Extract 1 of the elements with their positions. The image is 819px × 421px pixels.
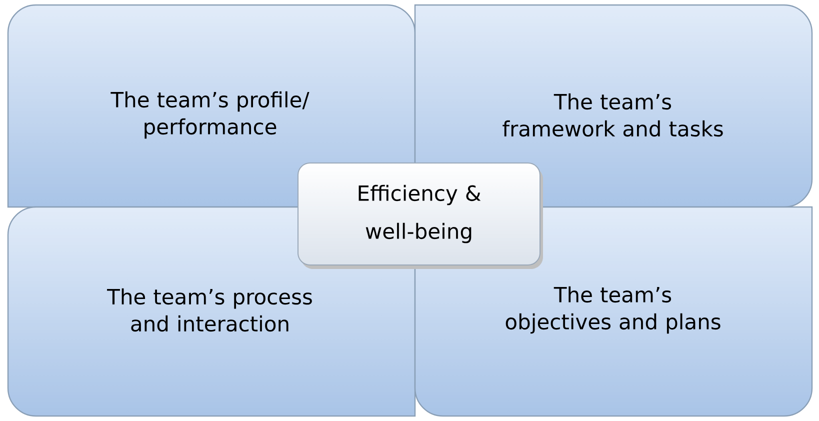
center-box: Efficiency & well-being	[298, 162, 543, 269]
